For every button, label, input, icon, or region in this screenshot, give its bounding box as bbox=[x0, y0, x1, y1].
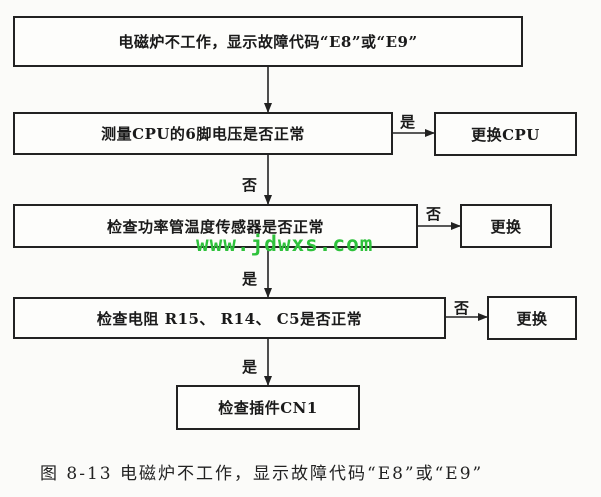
step3-no-label: 否 bbox=[426, 205, 442, 223]
step4-box: 检查电阻 R15、 R14、 C5是否正常 bbox=[13, 297, 446, 339]
watermark-text: www.jdwxs.com bbox=[196, 232, 374, 256]
step2-text: 测量CPU的6脚电压是否正常 bbox=[101, 125, 305, 143]
step5-box: 检查插件CN1 bbox=[176, 385, 360, 430]
step3-no-action-text: 更换 bbox=[490, 217, 522, 236]
step2-box: 测量CPU的6脚电压是否正常 bbox=[13, 112, 393, 155]
step2-yes-label: 是 bbox=[400, 113, 416, 131]
step1-box: 电磁炉不工作，显示故障代码“E8”或“E9” bbox=[13, 16, 523, 67]
step2-yes-action-box: 更换CPU bbox=[434, 112, 577, 156]
step4-text: 检查电阻 R15、 R14、 C5是否正常 bbox=[96, 309, 363, 328]
step4-no-label: 否 bbox=[454, 299, 470, 317]
step4-no-action-text: 更换 bbox=[516, 309, 548, 328]
step4-yes-label: 是 bbox=[242, 358, 258, 376]
step1-text: 电磁炉不工作，显示故障代码“E8”或“E9” bbox=[118, 33, 418, 51]
step4-no-action-box: 更换 bbox=[487, 296, 577, 340]
step2-no-label: 否 bbox=[242, 176, 258, 194]
step3-text: 检查功率管温度传感器是否正常 bbox=[106, 217, 324, 236]
step3-no-action-box: 更换 bbox=[460, 204, 552, 248]
step2-yes-action-text: 更换CPU bbox=[471, 125, 540, 144]
figure-caption: 图 8-13 电磁炉不工作，显示故障代码“E8”或“E9” bbox=[40, 464, 484, 484]
step3-yes-label: 是 bbox=[242, 270, 258, 288]
step3-box: 检查功率管温度传感器是否正常 bbox=[13, 204, 418, 248]
step5-text: 检查插件CN1 bbox=[218, 399, 318, 417]
